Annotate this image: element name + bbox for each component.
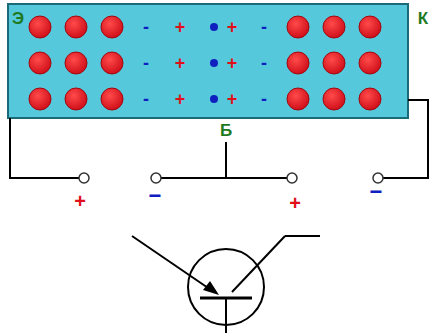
charge-sign: -	[261, 90, 267, 108]
polarity-sign: −	[149, 185, 162, 207]
polarity-sign: −	[370, 181, 383, 203]
carrier-dot	[29, 16, 51, 38]
emitter-label: Э	[12, 10, 24, 27]
carrier-dot	[323, 88, 345, 110]
carrier-dot	[359, 16, 381, 38]
charge-sign: -	[261, 54, 267, 72]
base-label: Б	[220, 122, 232, 139]
carrier-dot	[323, 16, 345, 38]
base-carriers	[210, 23, 218, 103]
terminals	[79, 173, 383, 183]
crystal-bar	[8, 4, 408, 118]
carrier-dot	[287, 16, 309, 38]
carrier-dot	[65, 88, 87, 110]
charge-sign: -	[261, 18, 267, 36]
carrier-dot	[287, 52, 309, 74]
emitter-arrow	[203, 281, 219, 295]
transistor-symbol	[132, 236, 320, 333]
charge-sign: +	[227, 90, 238, 108]
charge-sign: +	[227, 18, 238, 36]
carrier-dot	[101, 52, 123, 74]
collector-label: К	[418, 10, 428, 27]
polarity-sign: +	[289, 193, 301, 213]
charge-sign: -	[143, 54, 149, 72]
carrier-dot	[101, 88, 123, 110]
charge-sign: -	[143, 18, 149, 36]
carrier-dot	[29, 88, 51, 110]
carrier-dot	[65, 16, 87, 38]
charge-sign: +	[175, 90, 186, 108]
carrier-dot	[65, 52, 87, 74]
carrier-dot	[323, 52, 345, 74]
charge-carriers	[29, 16, 381, 110]
charge-sign: +	[175, 54, 186, 72]
charge-sign: +	[227, 54, 238, 72]
carrier-dot	[359, 52, 381, 74]
carrier-dot	[29, 52, 51, 74]
polarity-sign: +	[74, 191, 86, 211]
charge-sign: +	[175, 18, 186, 36]
carrier-dot	[101, 16, 123, 38]
carrier-dot	[359, 88, 381, 110]
charge-sign: -	[143, 90, 149, 108]
wires	[10, 100, 428, 178]
carrier-dot	[287, 88, 309, 110]
